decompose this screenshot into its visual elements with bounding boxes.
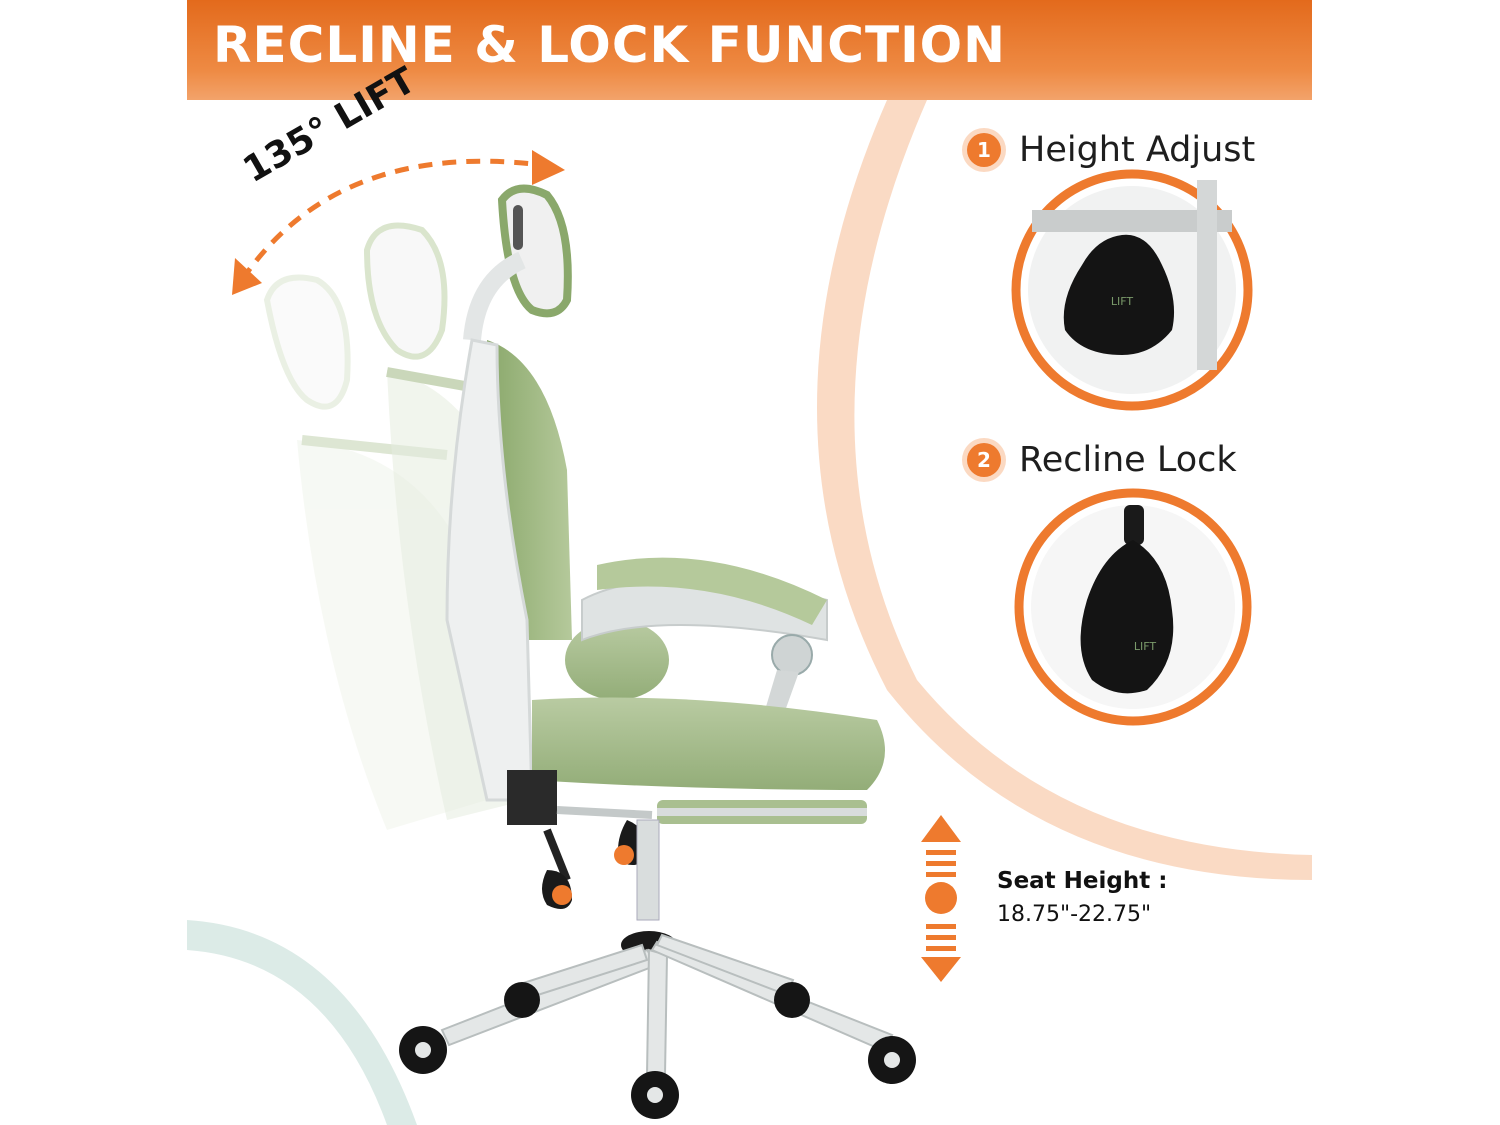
title-banner: RECLINE & LOCK FUNCTION [187,0,1312,100]
number-badge-icon: 2 [967,443,1001,477]
seat-height-label: Seat Height : [997,868,1168,894]
lever-text: LIFT [1134,640,1157,653]
seat-height-info: Seat Height : 18.75"-22.75" [997,868,1167,927]
decorative-arc [817,100,1312,880]
height-adjust-detail: LIFT [1011,169,1253,411]
decorative-arc-left [187,920,417,1125]
feature-label: Height Adjust [1019,130,1256,170]
main-chair [399,184,916,1119]
recline-lock-detail: LIFT [1014,488,1252,726]
page-title: RECLINE & LOCK FUNCTION [213,16,1007,74]
product-panel: LIFT LIFT RECLINE & LOCK FUNCTION 135° L… [187,0,1312,1125]
feature-height-adjust: 1 Height Adjust [967,130,1255,170]
number-badge-icon: 1 [967,133,1001,167]
chair-artwork: LIFT LIFT [187,100,1312,1125]
feature-label: Recline Lock [1019,440,1237,480]
seat-height-value: 18.75"-22.75" [997,902,1152,927]
vertical-double-arrow-icon [921,815,961,982]
feature-recline-lock: 2 Recline Lock [967,440,1237,480]
curved-double-arrow-icon [232,150,565,295]
lever-text: LIFT [1111,295,1134,308]
